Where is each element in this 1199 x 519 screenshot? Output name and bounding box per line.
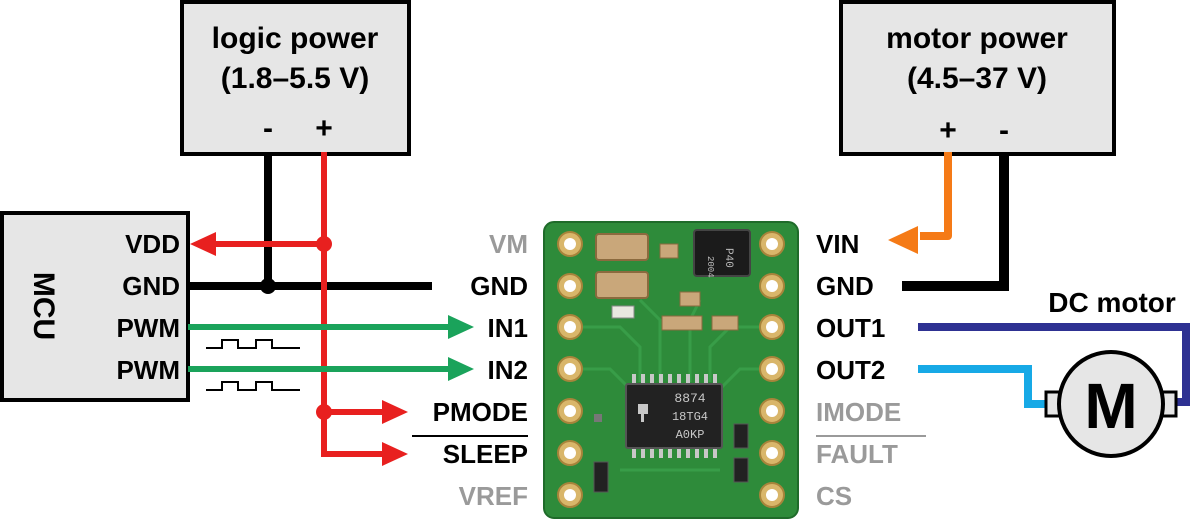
pin-label-sleep: SLEEP	[443, 439, 528, 469]
mcu-block: MCU VDD GND PWM PWM	[0, 211, 190, 402]
mcu-pin-gnd: GND	[122, 271, 180, 301]
motor-power-minus: -	[999, 114, 1009, 147]
motor-power-supply: motor power (4.5–37 V) + -	[839, 0, 1116, 156]
pin-label-out2: OUT2	[816, 355, 885, 385]
ti-logo-icon	[638, 404, 648, 422]
via	[594, 414, 602, 422]
in2-arrow-icon	[448, 357, 474, 381]
motor-power-plus: +	[939, 114, 957, 147]
resistor	[733, 423, 749, 449]
pin-label-cs: CS	[816, 481, 852, 511]
pin-label-pmode: PMODE	[433, 397, 528, 427]
dc-motor: DC motor M	[1044, 287, 1178, 458]
capacitor	[595, 233, 649, 261]
right-pin-pads	[759, 231, 785, 508]
ic-marking-1: 8874	[674, 391, 705, 406]
motor-symbol: M	[1084, 370, 1137, 442]
pin-label-in2: IN2	[488, 355, 528, 385]
motor-power-range: (4.5–37 V)	[907, 62, 1047, 95]
motor-ground-wire	[902, 152, 1009, 291]
board-left-labels: VM GND IN1 IN2 PMODE SLEEP VREF	[412, 229, 528, 511]
logic-power-minus: -	[263, 112, 273, 145]
vdd-arrow-icon	[190, 232, 216, 256]
driver-ic: 8874 18TG4 A0KP	[625, 374, 723, 458]
pwm-waveform-icon	[206, 339, 300, 349]
resistor	[711, 315, 739, 331]
regulator-chip: 2004 P40	[693, 229, 751, 278]
resistor	[659, 243, 679, 259]
mcu-pin-pwm1: PWM	[116, 313, 180, 343]
motor-title: DC motor	[1048, 287, 1176, 318]
pmode-arrow-icon	[382, 400, 408, 424]
pin-label-gnd-left: GND	[470, 271, 528, 301]
resistor	[733, 457, 749, 483]
pwm-waveform-icon	[206, 381, 300, 391]
resistor	[611, 305, 635, 319]
vin-wire	[920, 152, 952, 240]
junction-dot	[260, 278, 276, 294]
ic-marking-2: 18TG4	[672, 410, 708, 424]
motor-body	[1057, 350, 1165, 458]
junction-dot	[316, 404, 332, 420]
motor-power-title: motor power	[886, 22, 1068, 55]
logic-power-title: logic power	[212, 22, 379, 55]
logic-power-plus: +	[315, 112, 333, 145]
regulator-marking-2: P40	[722, 248, 734, 268]
driver-board: 2004 P40 8874 18TG4 A0KP	[543, 221, 799, 519]
pin-label-vref: VREF	[459, 481, 528, 511]
pin-label-vm: VM	[489, 229, 528, 259]
resistor	[679, 291, 701, 307]
board-right-labels: VIN GND OUT1 OUT2 IMODE FAULT CS	[816, 229, 926, 511]
pin-label-gnd-right: GND	[816, 271, 874, 301]
mcu-pin-pwm2: PWM	[116, 355, 180, 385]
pin-label-vin: VIN	[816, 229, 859, 259]
resistor	[661, 315, 703, 331]
pin-label-out1: OUT1	[816, 313, 885, 343]
capacitor	[595, 271, 649, 299]
out2-wire	[918, 365, 1048, 408]
pin-label-imode: IMODE	[816, 397, 901, 427]
mcu-pin-vdd: VDD	[125, 229, 180, 259]
pin-label-in1: IN1	[488, 313, 528, 343]
logic-power-supply: logic power (1.8–5.5 V) - +	[180, 0, 411, 156]
junction-dot	[316, 236, 332, 252]
sleep-arrow-icon	[382, 442, 408, 466]
ic-marking-3: A0KP	[676, 428, 705, 442]
logic-power-wire	[321, 152, 386, 457]
vin-arrow-icon	[888, 226, 918, 254]
in1-arrow-icon	[448, 315, 474, 339]
pin-label-fault: FAULT	[816, 439, 898, 469]
regulator-marking-1: 2004	[705, 256, 715, 278]
mcu-label: MCU	[27, 272, 60, 340]
logic-power-range: (1.8–5.5 V)	[221, 62, 369, 95]
left-pin-pads	[557, 231, 583, 508]
resistor	[593, 461, 609, 493]
